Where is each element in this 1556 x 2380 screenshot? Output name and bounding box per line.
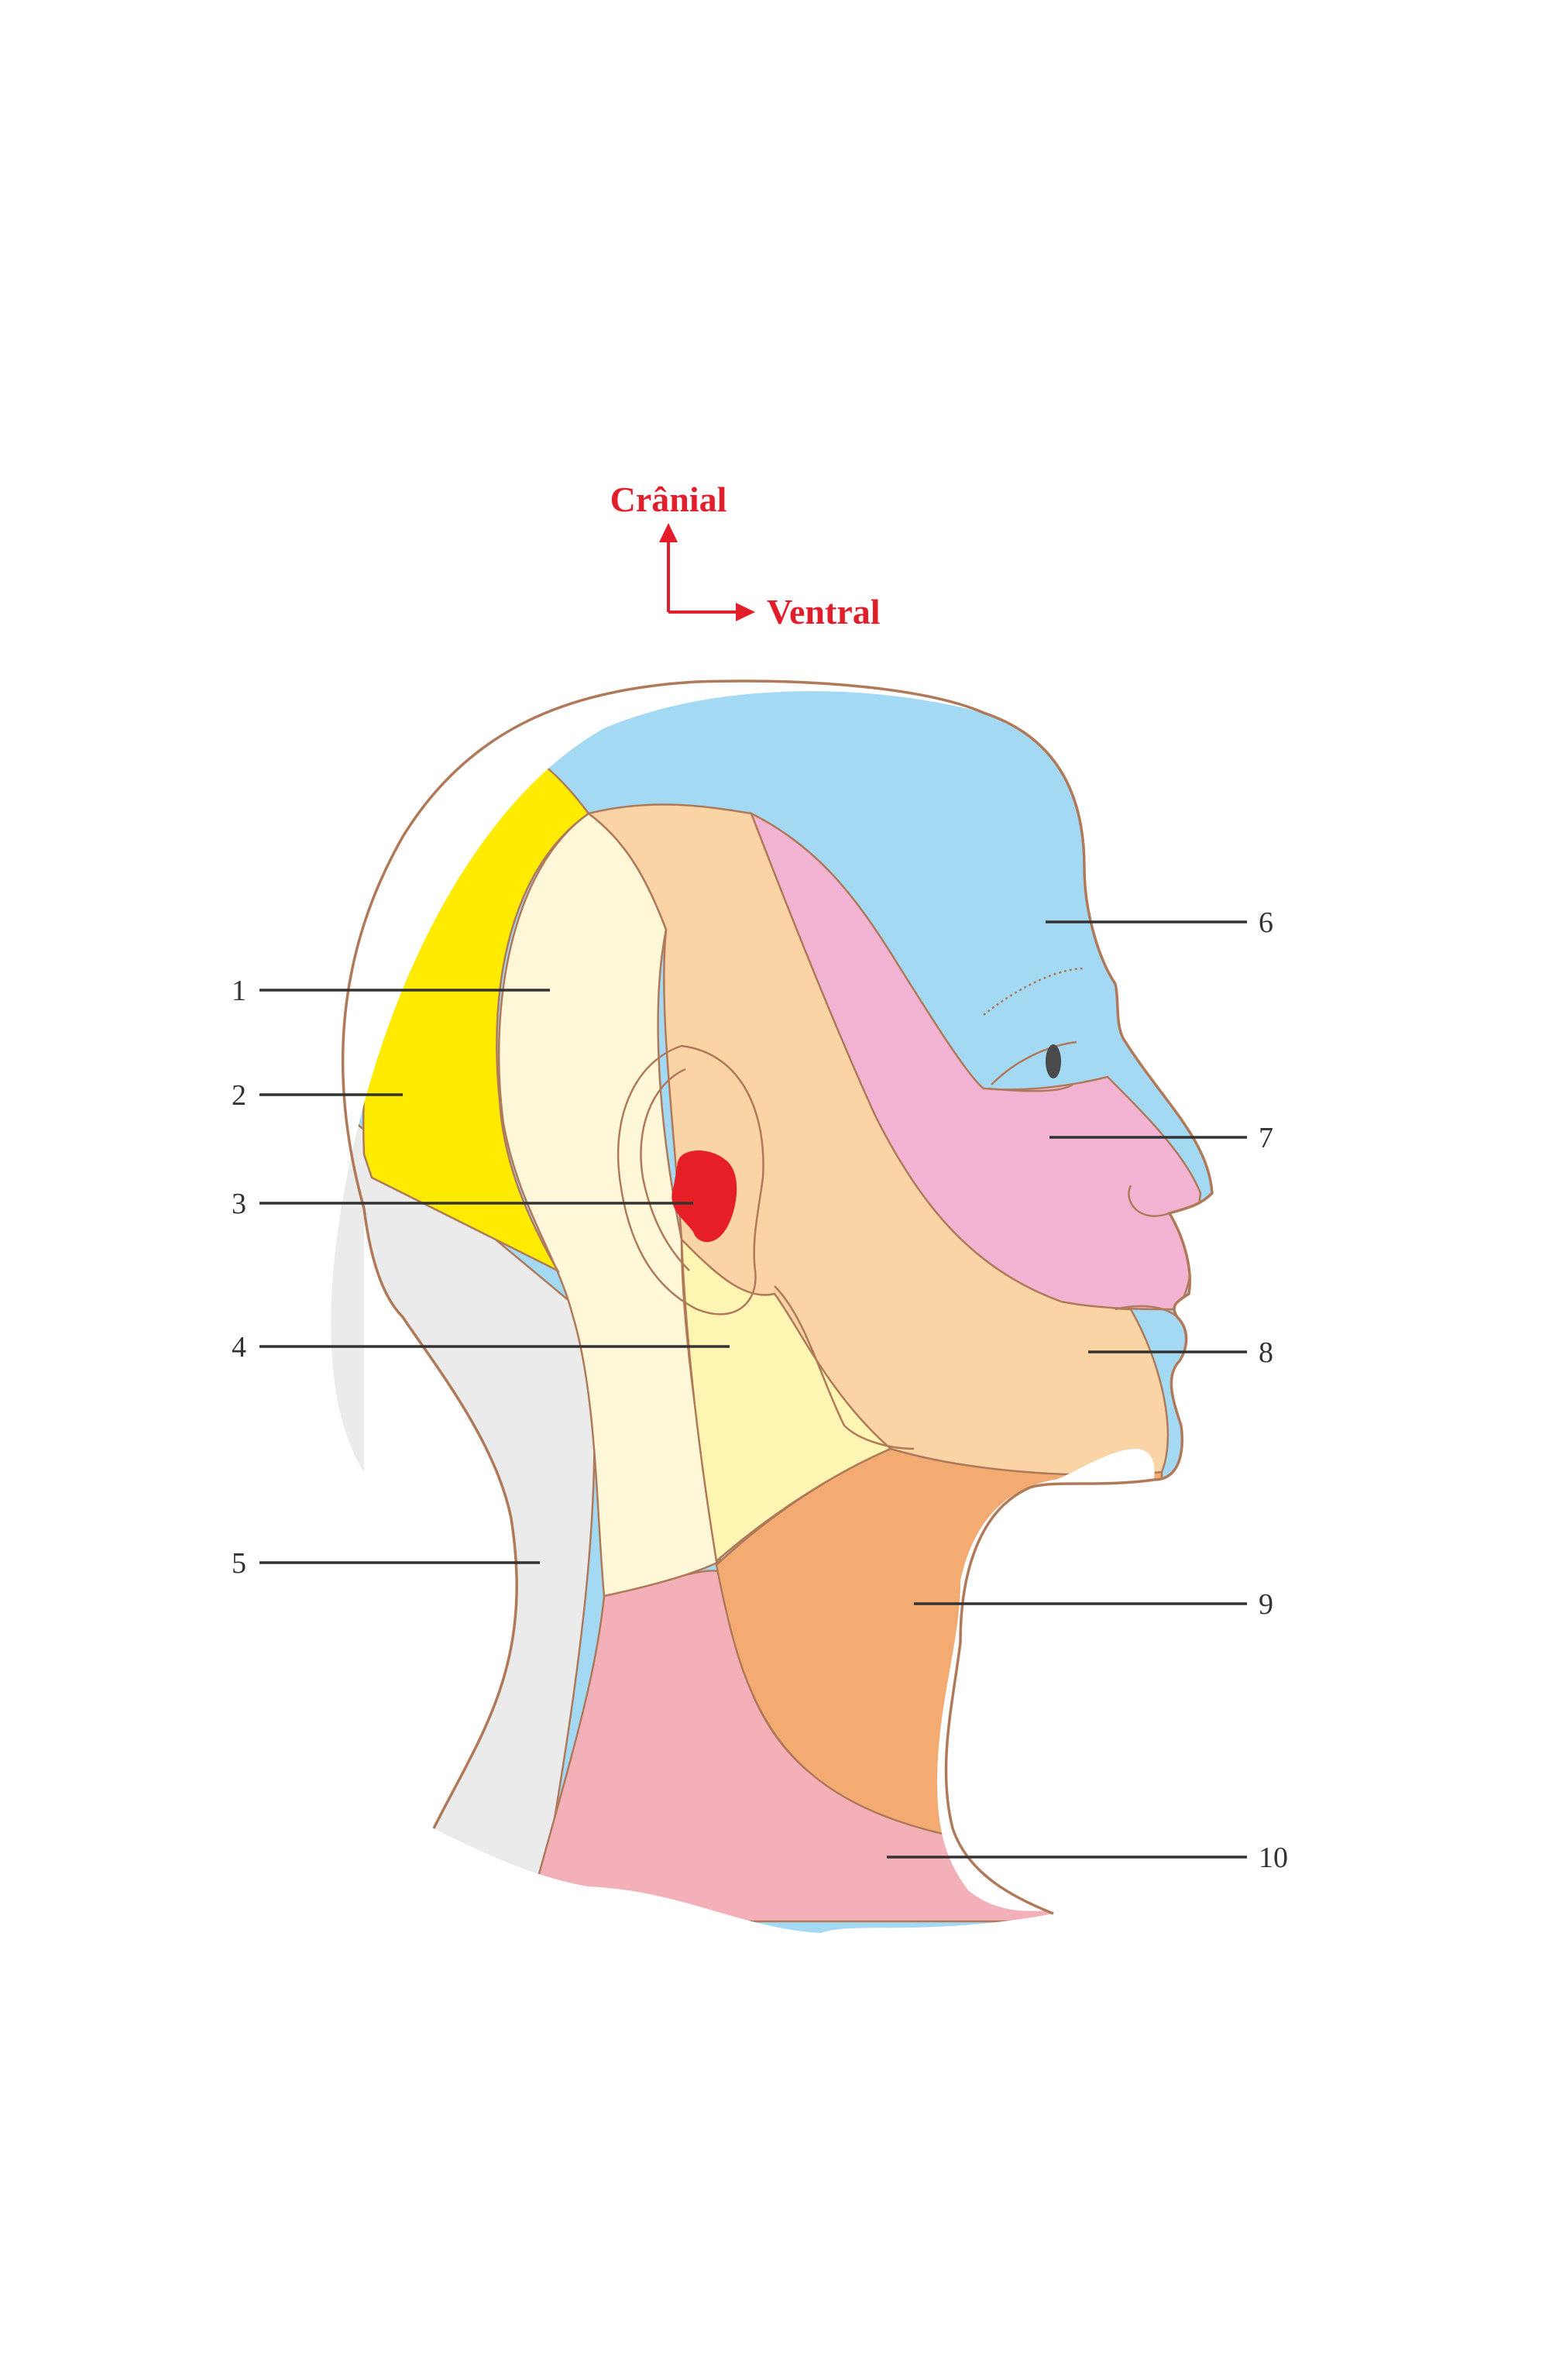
ventral-arrowhead-icon: [736, 603, 755, 621]
region-label-7: 7: [1259, 1122, 1273, 1154]
orientation-indicator: Crânial Ventral: [610, 480, 881, 631]
ear-inner-fold: [640, 1068, 690, 1271]
ear: [617, 1044, 764, 1316]
labels: 1 2 3 4 5 6 7 8 9 10: [232, 906, 1288, 1874]
cranial-arrowhead-icon: [659, 523, 678, 542]
nostril: [1128, 1185, 1170, 1217]
region-4: [680, 1236, 893, 1563]
eyelid: [987, 1040, 1077, 1092]
eye: [983, 967, 1085, 1092]
region-label-5: 5: [232, 1547, 246, 1580]
region-label-8: 8: [1259, 1336, 1273, 1369]
cranial-label: Crânial: [610, 480, 727, 519]
region-label-6: 6: [1259, 906, 1273, 939]
eyebrow: [983, 967, 1085, 1016]
region-label-1: 1: [232, 975, 246, 1007]
jaw-line: [774, 1285, 915, 1450]
mouth-line: [1115, 1305, 1178, 1318]
region-label-4: 4: [232, 1331, 246, 1364]
region-label-9: 9: [1259, 1588, 1273, 1621]
head-outline: [342, 679, 1214, 1915]
region-label-3: 3: [232, 1188, 246, 1220]
ear-outline: [617, 1044, 764, 1316]
region-label-2: 2: [232, 1079, 246, 1112]
head-regions: [331, 691, 1213, 1933]
region-1: [497, 812, 722, 1598]
region-label-10: 10: [1259, 1842, 1288, 1874]
ventral-label: Ventral: [767, 592, 881, 631]
region-3: [672, 1150, 737, 1243]
iris-icon: [1046, 1044, 1061, 1078]
